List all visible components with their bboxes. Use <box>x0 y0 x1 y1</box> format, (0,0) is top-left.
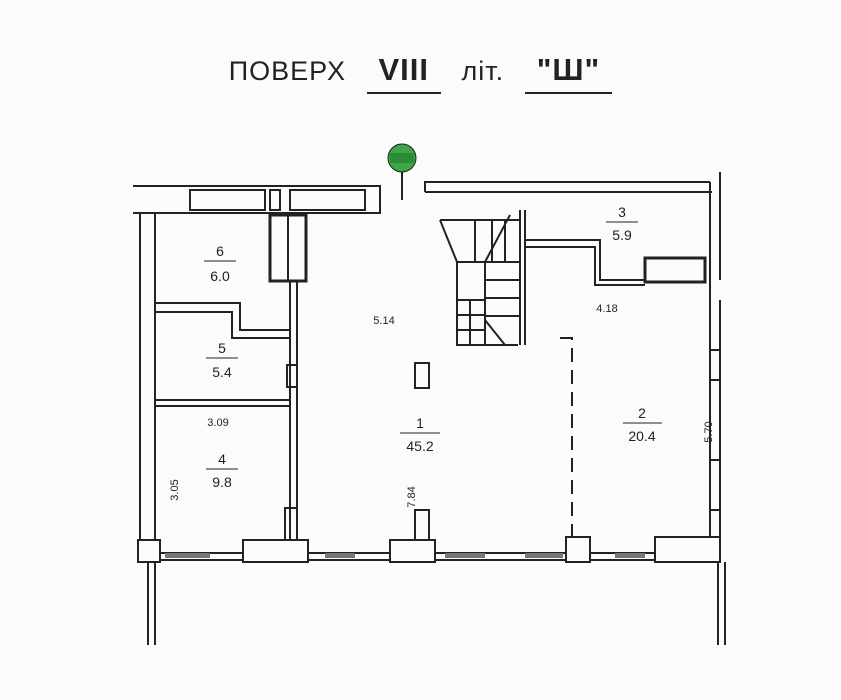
svg-text:5.9: 5.9 <box>612 227 632 243</box>
dimension-label: 3.09 <box>207 417 228 429</box>
svg-text:5: 5 <box>218 340 226 356</box>
room-2-label: 220.4 <box>623 405 662 444</box>
dimension-label: 5.14 <box>373 315 394 327</box>
lit-label: літ. <box>461 56 505 86</box>
wall-post <box>269 189 281 211</box>
room-1-label: 145.2 <box>400 415 440 454</box>
svg-text:6: 6 <box>216 243 224 259</box>
room-3-label: 35.9 <box>606 204 638 243</box>
kitchen-unit <box>643 256 707 284</box>
floor-title: ПОВЕРХ VIII літ. "Ш" <box>0 52 841 94</box>
room-4-label: 49.8 <box>206 451 238 490</box>
column <box>414 362 430 389</box>
top-wall-left <box>133 185 381 214</box>
floor-number: VIII <box>366 52 442 94</box>
svg-text:2: 2 <box>638 405 646 421</box>
wall-niche <box>189 189 266 211</box>
left-wall <box>139 213 156 545</box>
svg-text:3: 3 <box>618 204 626 220</box>
dimension-label: 4.18 <box>596 303 617 315</box>
room-5-label: 55.4 <box>206 340 238 380</box>
right-wall <box>709 172 721 545</box>
staircase <box>439 210 526 346</box>
dimension-label: 7.84 <box>406 486 418 507</box>
svg-text:4: 4 <box>218 451 226 467</box>
top-wall-right <box>424 181 712 193</box>
dimension-label: 3.05 <box>169 479 181 500</box>
svg-text:20.4: 20.4 <box>628 428 655 444</box>
svg-text:6.0: 6.0 <box>210 268 230 284</box>
dimension-label: 5.70 <box>703 421 715 442</box>
balcony <box>147 562 726 645</box>
svg-text:45.2: 45.2 <box>406 438 433 454</box>
room-6-label: 66.0 <box>204 243 236 284</box>
building-letter: "Ш" <box>524 52 613 94</box>
svg-text:9.8: 9.8 <box>212 474 232 490</box>
wall-niche <box>289 189 366 211</box>
title-prefix: ПОВЕРХ <box>228 56 346 86</box>
svg-text:5.4: 5.4 <box>212 364 232 380</box>
svg-text:1: 1 <box>416 415 424 431</box>
